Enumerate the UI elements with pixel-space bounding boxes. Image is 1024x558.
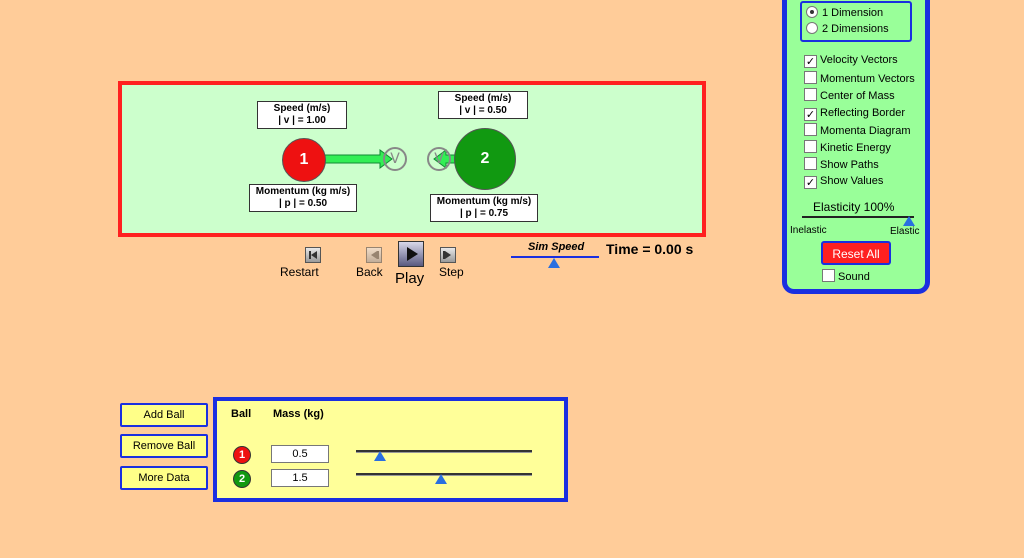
ball-1-mass-input[interactable]: 0.5 bbox=[271, 445, 329, 463]
velocity-vectors bbox=[303, 149, 483, 169]
radio-1-dimension-button[interactable] bbox=[806, 6, 818, 18]
sound-checkbox[interactable] bbox=[822, 269, 835, 282]
radio-2-dimensions[interactable]: 2 Dimensions bbox=[806, 22, 889, 36]
ball-1-mass-slider-thumb[interactable] bbox=[374, 451, 386, 461]
ball-1-mass-track[interactable] bbox=[356, 450, 532, 453]
option-sound[interactable]: Sound bbox=[822, 269, 870, 283]
step-button[interactable] bbox=[440, 247, 456, 263]
option-velocity-vectors[interactable]: ✓Velocity Vectors bbox=[804, 53, 898, 68]
ball2-momentum-label: Momentum (kg m/s) | p | = 0.75 bbox=[430, 194, 538, 222]
ball1-momentum-value: | p | = 0.50 bbox=[278, 198, 328, 209]
ball-1-number: 1 bbox=[299, 151, 309, 168]
ball2-velocity-handle[interactable]: V bbox=[427, 147, 451, 171]
step-icon bbox=[443, 251, 451, 259]
option-kinetic-energy[interactable]: Kinetic Energy bbox=[804, 140, 891, 154]
option-momenta-diagram[interactable]: Momenta Diagram bbox=[804, 123, 910, 137]
simulation-arena[interactable]: Speed (m/s) | v | = 1.00 Speed (m/s) | v… bbox=[118, 81, 706, 237]
elasticity-label: Elasticity 100% bbox=[813, 200, 895, 214]
momentum-vectors-label: Momentum Vectors bbox=[820, 73, 915, 85]
ball1-momentum-title: Momentum (kg m/s) bbox=[255, 186, 351, 197]
option-center-of-mass[interactable]: Center of Mass bbox=[804, 88, 895, 102]
radio-2-dimensions-button[interactable] bbox=[806, 22, 818, 34]
reset-all-button[interactable]: Reset All bbox=[821, 241, 891, 265]
option-show-paths[interactable]: Show Paths bbox=[804, 157, 879, 171]
sim-speed-label: Sim Speed bbox=[528, 241, 585, 253]
radio-1-dimension-label: 1 Dimension bbox=[822, 7, 884, 19]
ball-1-indicator: 1 bbox=[233, 446, 251, 464]
option-momentum-vectors[interactable]: Momentum Vectors bbox=[804, 71, 915, 85]
radio-2-dimensions-label: 2 Dimensions bbox=[822, 23, 889, 35]
play-icon bbox=[407, 247, 418, 261]
center-of-mass-checkbox[interactable] bbox=[804, 88, 817, 101]
kinetic-energy-label: Kinetic Energy bbox=[820, 142, 891, 154]
center-of-mass-label: Center of Mass bbox=[820, 90, 895, 102]
back-icon bbox=[371, 251, 379, 259]
momenta-diagram-checkbox[interactable] bbox=[804, 123, 817, 136]
play-label[interactable]: Play bbox=[395, 270, 425, 287]
col-header-mass: Mass (kg) bbox=[273, 408, 324, 420]
ball2-speed-value: | v | = 0.50 bbox=[459, 105, 507, 116]
dimension-selector bbox=[800, 1, 912, 42]
kinetic-energy-checkbox[interactable] bbox=[804, 140, 817, 153]
ball1-speed-value: | v | = 1.00 bbox=[278, 115, 326, 126]
sound-label: Sound bbox=[838, 271, 870, 283]
restart-icon bbox=[309, 251, 317, 259]
step-label[interactable]: Step bbox=[439, 265, 464, 279]
ball-1[interactable]: 1 bbox=[282, 138, 326, 182]
more-data-button[interactable]: More Data bbox=[120, 466, 208, 490]
play-button[interactable] bbox=[398, 241, 424, 267]
show-paths-checkbox[interactable] bbox=[804, 157, 817, 170]
time-display: Time = 0.00 s bbox=[606, 241, 694, 257]
col-header-ball: Ball bbox=[231, 408, 252, 420]
reflecting-border-label: Reflecting Border bbox=[820, 107, 905, 119]
radio-1-dimension[interactable]: 1 Dimension bbox=[806, 6, 883, 20]
ball2-momentum-value: | p | = 0.75 bbox=[459, 208, 509, 219]
momentum-vectors-checkbox[interactable] bbox=[804, 71, 817, 84]
ball2-speed-label: Speed (m/s) | v | = 0.50 bbox=[438, 91, 528, 119]
remove-ball-button[interactable]: Remove Ball bbox=[120, 434, 208, 458]
ball2-speed-title: Speed (m/s) bbox=[454, 93, 512, 104]
elastic-label: Elastic bbox=[890, 226, 920, 237]
sim-speed-slider-thumb[interactable] bbox=[548, 258, 560, 268]
add-ball-button[interactable]: Add Ball bbox=[120, 403, 208, 427]
ball-2[interactable]: 2 bbox=[454, 128, 516, 190]
ball1-speed-label: Speed (m/s) | v | = 1.00 bbox=[257, 101, 347, 129]
ball-2-mass-input[interactable]: 1.5 bbox=[271, 469, 329, 487]
option-reflecting-border[interactable]: ✓Reflecting Border bbox=[804, 106, 905, 121]
ball1-velocity-handle[interactable]: V bbox=[383, 147, 407, 171]
ball-2-mass-slider-thumb[interactable] bbox=[435, 474, 447, 484]
elasticity-track[interactable] bbox=[802, 216, 914, 218]
inelastic-label: Inelastic bbox=[790, 225, 827, 236]
show-values-label: Show Values bbox=[820, 175, 884, 187]
restart-label[interactable]: Restart bbox=[280, 265, 319, 279]
velocity-vectors-checkbox[interactable]: ✓ bbox=[804, 55, 817, 68]
option-show-values[interactable]: ✓Show Values bbox=[804, 174, 884, 189]
ball-2-number: 2 bbox=[480, 150, 490, 167]
back-button[interactable] bbox=[366, 247, 382, 263]
elasticity-slider-thumb[interactable] bbox=[903, 216, 915, 226]
show-paths-label: Show Paths bbox=[820, 159, 879, 171]
ball1-momentum-label: Momentum (kg m/s) | p | = 0.50 bbox=[249, 184, 357, 212]
show-values-checkbox[interactable]: ✓ bbox=[804, 176, 817, 189]
ball2-momentum-title: Momentum (kg m/s) bbox=[436, 196, 532, 207]
sim-speed-track[interactable] bbox=[511, 256, 599, 258]
momenta-diagram-label: Momenta Diagram bbox=[820, 125, 911, 137]
restart-button[interactable] bbox=[305, 247, 321, 263]
reflecting-border-checkbox[interactable]: ✓ bbox=[804, 108, 817, 121]
back-label[interactable]: Back bbox=[356, 265, 383, 279]
ball1-speed-title: Speed (m/s) bbox=[273, 103, 331, 114]
ball-2-indicator: 2 bbox=[233, 470, 251, 488]
velocity-vectors-label: Velocity Vectors bbox=[820, 54, 898, 66]
